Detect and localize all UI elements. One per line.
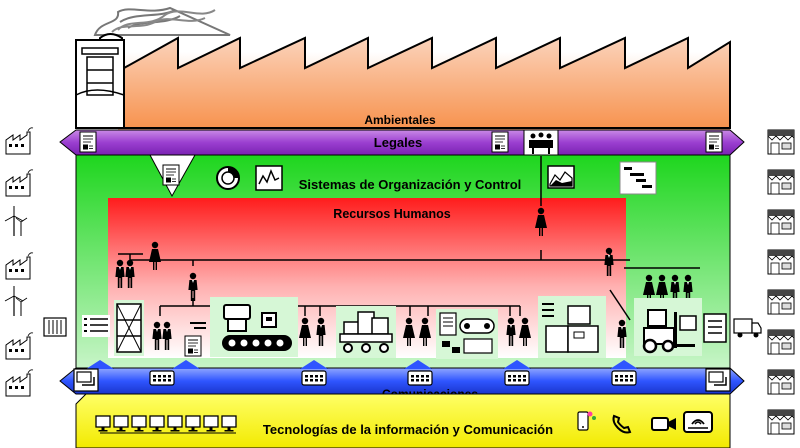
warehouse-icon xyxy=(538,296,606,358)
store-icon xyxy=(767,129,795,155)
factory-icon xyxy=(5,169,34,197)
document-icon xyxy=(184,335,202,357)
pallet-icon xyxy=(114,300,144,356)
factory-icon xyxy=(5,369,34,397)
store-icon xyxy=(767,409,795,435)
organization-control-label: Sistemas de Organización y Control xyxy=(299,177,522,192)
network-switch-icon xyxy=(301,370,327,386)
network-switch-icon xyxy=(407,370,433,386)
checklist-icon xyxy=(703,313,727,343)
area-chart-icon xyxy=(547,165,575,189)
environment-label: Ambientales xyxy=(364,113,436,127)
checklist-icon xyxy=(82,315,110,337)
conveyor-icon xyxy=(190,297,298,357)
process-flow-icon xyxy=(436,309,498,359)
customers xyxy=(733,129,795,435)
environment-layer: Ambientales xyxy=(75,6,731,130)
factory-roof xyxy=(75,36,731,129)
document-icon xyxy=(705,131,723,153)
store-icon xyxy=(767,329,795,355)
suppliers xyxy=(4,127,67,397)
legal-label: Legales xyxy=(374,135,422,150)
line-chart-icon xyxy=(255,165,283,191)
ict-layer: Tecnologías de la información y Comunica… xyxy=(75,393,731,448)
factory-icon xyxy=(5,332,34,360)
truck-icon xyxy=(733,318,762,338)
wind-turbine-icon xyxy=(4,285,28,317)
computer-icon-group xyxy=(95,415,237,434)
human-resources-label: Recursos Humanos xyxy=(333,207,450,221)
document-icon xyxy=(162,164,180,186)
phone-icon xyxy=(612,414,632,434)
cart-icon xyxy=(336,306,396,358)
store-icon xyxy=(767,249,795,275)
container-icon xyxy=(43,317,67,337)
legal-layer: Legales xyxy=(59,129,745,157)
store-icon xyxy=(767,209,795,235)
document-icon xyxy=(491,131,509,153)
ict-label: Tecnologías de la información y Comunica… xyxy=(263,422,553,437)
tablet-icon xyxy=(577,411,596,431)
document-icon xyxy=(79,131,97,153)
forklift-icon xyxy=(634,298,702,356)
pie-chart-icon xyxy=(216,166,240,190)
computer-network-icon xyxy=(73,368,99,392)
factory-icon xyxy=(5,252,34,280)
meeting-icon xyxy=(523,129,559,157)
factory-icon xyxy=(5,127,34,155)
gantt-chart-icon xyxy=(619,161,657,195)
store-icon xyxy=(767,169,795,195)
wind-turbine-icon xyxy=(4,205,28,237)
production-area xyxy=(82,296,727,359)
store-icon xyxy=(767,289,795,315)
network-switch-icon xyxy=(504,370,530,386)
network-switch-icon xyxy=(611,370,637,386)
network-switch-icon xyxy=(149,370,175,386)
store-icon xyxy=(767,369,795,395)
video-camera-icon xyxy=(651,417,676,431)
router-icon xyxy=(683,411,713,433)
computer-network-icon xyxy=(705,368,731,392)
